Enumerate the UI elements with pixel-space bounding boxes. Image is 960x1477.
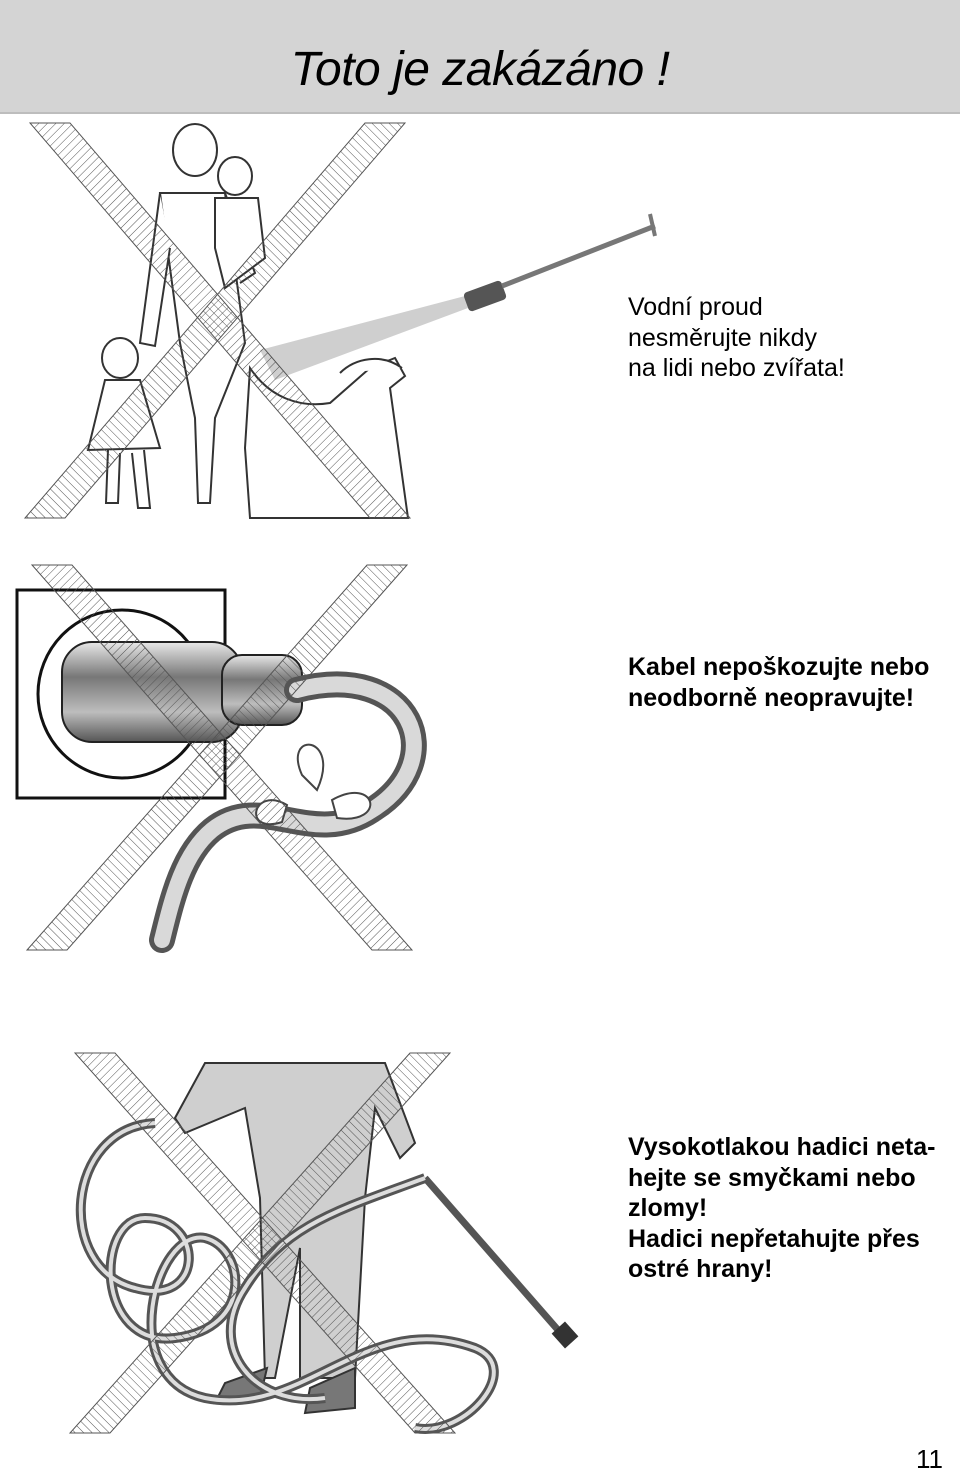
hose-warning-text: Vysokotlakou hadici neta- hejte se smyčk… [628,1133,936,1283]
spray-warning-text: Vodní proud nesměrujte nikdy na lidi neb… [628,293,845,382]
looped-hose-prohibited-illustration [68,1052,579,1434]
family-dog-spray-prohibited-illustration [23,122,657,519]
page-title: Toto je zakázáno ! [290,43,670,96]
cable-warning-text: Kabel nepoškozujte nebo neodborně neopra… [628,653,930,712]
page-number: 11 [916,1444,943,1474]
header-bar: Toto je zakázáno ! [0,0,960,114]
damaged-cable-prohibited-illustration [15,564,427,953]
